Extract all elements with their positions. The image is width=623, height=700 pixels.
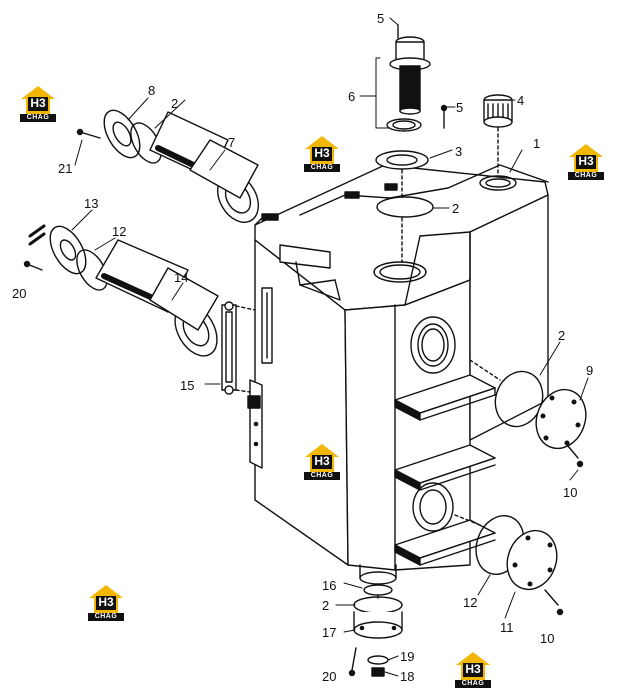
level-gauge	[221, 301, 256, 395]
callout-2: 2	[171, 96, 178, 111]
callout-2: 2	[322, 598, 329, 613]
watermark-logo: H3 CHAG	[88, 584, 124, 621]
callout-2: 2	[452, 201, 459, 216]
callout-11: 11	[500, 620, 514, 635]
house-logo-icon	[305, 136, 339, 164]
callout-10: 10	[540, 631, 554, 646]
callout-6: 6	[348, 89, 355, 104]
callout-8: 8	[148, 83, 155, 98]
house-logo-icon	[89, 585, 123, 613]
house-logo-icon	[569, 144, 603, 172]
callout-16: 16	[322, 578, 336, 593]
callout-5: 5	[456, 100, 463, 115]
house-logo-icon	[305, 444, 339, 472]
callout-13: 13	[84, 196, 98, 211]
tank-body	[247, 164, 549, 585]
callout-3: 3	[455, 144, 462, 159]
filler-flange	[375, 150, 434, 263]
side-cover-lower	[454, 514, 564, 616]
callout-14: 14	[174, 270, 188, 285]
callout-15: 15	[180, 378, 194, 393]
callout-20: 20	[322, 669, 336, 684]
house-logo-icon	[456, 652, 490, 680]
upper-filter-assembly	[76, 109, 259, 223]
callout-18: 18	[400, 669, 414, 684]
bottom-drain-assembly	[348, 584, 403, 677]
house-logo-icon	[21, 86, 55, 114]
callout-20: 20	[12, 286, 26, 301]
leader-lines	[71, 17, 589, 677]
callout-10: 10	[563, 485, 577, 500]
watermark-logo: H3 CHAG	[304, 135, 340, 172]
watermark-logo: H3 CHAG	[304, 443, 340, 480]
watermark-logo: H3 CHAG	[455, 651, 491, 688]
callout-12: 12	[463, 595, 477, 610]
lower-filter-assembly	[23, 224, 219, 357]
callout-9: 9	[586, 363, 593, 378]
callout-19: 19	[400, 649, 414, 664]
callout-4: 4	[517, 93, 524, 108]
callout-7: 7	[228, 135, 235, 150]
callout-12: 12	[112, 224, 126, 239]
side-cover-upper	[469, 359, 587, 468]
callout-17: 17	[322, 625, 336, 640]
filler-strainer-assembly	[386, 24, 448, 132]
callout-numbers: 1 2 2 2 2 3 4 5 5 6 7 8 9 10 10 11 12 12…	[12, 11, 593, 684]
callout-2: 2	[558, 328, 565, 343]
callout-1: 1	[533, 136, 540, 151]
callout-21: 21	[58, 161, 72, 176]
callout-5: 5	[377, 11, 384, 26]
watermark-logo: H3 CHAG	[20, 85, 56, 122]
watermark-logo: H3 CHAG	[568, 143, 604, 180]
